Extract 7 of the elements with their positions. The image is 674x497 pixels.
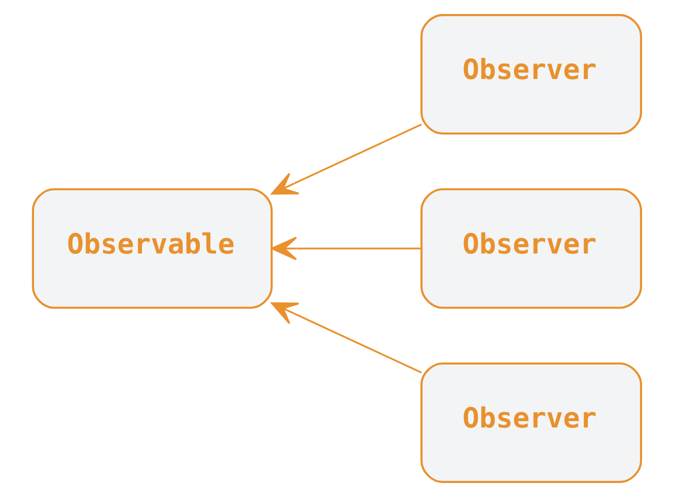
arrow [271,302,422,374]
arrow [271,236,422,260]
node-box: Observer [420,362,642,484]
node-box: Observer [420,188,642,309]
node-box: Observer [420,14,642,135]
node-box: Observable [32,188,273,309]
arrow [271,124,422,195]
